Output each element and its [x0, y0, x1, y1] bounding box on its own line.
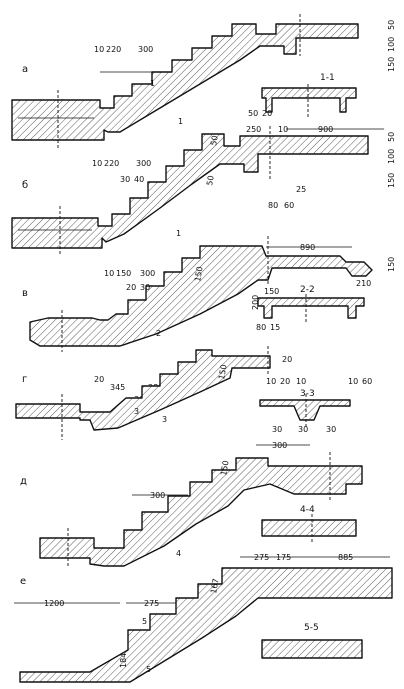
panel-e-stair	[39, 457, 363, 567]
panel-c-dim-20: 20	[126, 283, 136, 292]
panel-c-letter: в	[22, 288, 28, 299]
panel-b-dim-50c: 50	[205, 175, 216, 187]
panel-e-dim-300b: 300	[150, 491, 165, 500]
panel-d-dim-10b: 10	[296, 377, 306, 386]
panel-f-cut-5b: 5	[146, 665, 151, 674]
panel-b-dim-10: 10	[278, 125, 288, 134]
panel-b-cut-1: 1	[176, 229, 181, 238]
panel-d-section-shape	[259, 399, 351, 421]
panel-d-dim-20b: 20	[94, 375, 104, 384]
panel-d-dim-20d: 20	[280, 377, 290, 386]
panel-f-letter: е	[20, 576, 26, 587]
panel-b-dim-50b: 50	[209, 135, 220, 147]
panel-c-dim-890: 890	[300, 243, 315, 252]
panel-b-dim-300: 300	[136, 159, 151, 168]
panel-a-dim-300: 300	[138, 45, 153, 54]
panel-c: в 890 10 150 300 20 30 150 150 210 150 2…	[22, 236, 396, 352]
panel-b-dim-40: 40	[134, 175, 144, 184]
panel-f-section-shape	[261, 639, 363, 659]
panel-e-dim-150: 150	[219, 460, 231, 477]
panel-d-dim-30a: 30	[272, 425, 282, 434]
panel-e-section-label: 4-4	[300, 505, 315, 515]
panel-b: б 50 20 250 10 900 10 220 300 30 40 50 5…	[11, 109, 396, 256]
panel-c-dim-210: 210	[356, 279, 371, 288]
panel-a-letter: а	[22, 64, 28, 75]
panel-e-dim-300a: 300	[272, 441, 287, 450]
panel-c-dim-10: 10	[104, 269, 114, 278]
panel-e-cut-4: 4	[176, 549, 181, 558]
panel-b-dim-25: 25	[296, 185, 306, 194]
panel-e: д 300 300 150 4 4-4	[20, 441, 363, 567]
panel-f-dim-885: 885	[338, 553, 353, 562]
panel-f-section-label: 5-5	[304, 623, 319, 633]
panel-b-dim-60: 60	[284, 201, 294, 210]
panel-d-stair	[15, 349, 271, 431]
panel-b-dim-20: 20	[262, 109, 272, 118]
panel-b-dim-220: 220	[104, 159, 119, 168]
panel-c-dim-r150: 150	[387, 257, 396, 272]
panel-a-stair	[11, 23, 359, 141]
panel-c-section-label: 2-2	[300, 285, 315, 295]
panel-f-dim-175: 175	[276, 553, 291, 562]
panel-d: г 345 20 20 345 280 30 20 150 10 20 10 1…	[15, 346, 372, 440]
panel-f-dim-1200: 1200	[44, 599, 64, 608]
panel-a-cut-1b: 1	[178, 117, 183, 126]
panel-c-dim-150b: 150	[193, 266, 205, 283]
panel-a-section-label: 1-1	[320, 73, 335, 83]
panel-d-dim-10a: 10	[266, 377, 276, 386]
panel-a-dim-100: 100	[387, 37, 396, 52]
panel-f-dim-275b: 275	[144, 599, 159, 608]
panel-b-letter: б	[22, 180, 28, 191]
panel-d-section-label: 3-3	[300, 389, 315, 399]
panel-d-cut-3a: 3	[134, 407, 139, 416]
panel-c-section-shape	[257, 297, 365, 319]
panel-f-dim-167: 167	[209, 578, 221, 595]
panel-d-letter: г	[22, 374, 27, 385]
panel-c-dim-80: 80	[256, 323, 266, 332]
panel-a: а 10 220 300 1 1 50 100 150 1-1	[11, 14, 396, 148]
panel-a-cut-1a: 1	[150, 79, 155, 88]
panel-b-dim-r50: 50	[387, 132, 396, 142]
panel-b-stair	[11, 133, 369, 249]
panel-d-dim-345b: 345	[110, 383, 125, 392]
panel-f: е 275 175 885 1200 275 167 184 5 5 5-5	[14, 553, 393, 683]
panel-d-dim-30b: 30	[298, 425, 308, 434]
panel-a-section-shape	[261, 87, 357, 113]
panel-b-dim-10b: 10	[92, 159, 102, 168]
panel-a-dim-10: 10	[94, 45, 104, 54]
panel-f-dim-275a: 275	[254, 553, 269, 562]
panel-c-dim-300: 300	[140, 269, 155, 278]
panel-d-dim-20a: 20	[282, 355, 292, 364]
panel-c-stair	[29, 245, 373, 347]
panel-d-dim-60: 60	[362, 377, 372, 386]
panel-c-dim-150: 150	[116, 269, 131, 278]
panel-b-dim-30: 30	[120, 175, 130, 184]
panel-b-dim-250: 250	[246, 125, 261, 134]
panel-d-dim-30c: 30	[326, 425, 336, 434]
panel-d-dim-10c: 10	[348, 377, 358, 386]
panel-d-cut-3b: 3	[162, 415, 167, 424]
panel-a-dim-150: 150	[387, 57, 396, 72]
panel-c-cut-2: 2	[156, 329, 161, 338]
panel-b-dim-r150: 150	[387, 173, 396, 188]
panel-b-dim-900: 900	[318, 125, 333, 134]
panel-e-section-shape	[261, 519, 357, 537]
panel-a-dim-50: 50	[387, 20, 396, 30]
panel-d-dim-150: 150	[217, 364, 229, 381]
panel-f-cut-5a: 5	[142, 617, 147, 626]
panel-b-dim-80: 80	[268, 201, 278, 210]
panel-e-letter: д	[20, 476, 27, 487]
panel-f-dim-184: 184	[119, 653, 128, 668]
panel-c-dim-30: 30	[140, 283, 150, 292]
panel-f-stair	[19, 567, 393, 683]
panel-a-dim-220: 220	[106, 45, 121, 54]
panel-b-dim-50: 50	[248, 109, 258, 118]
panel-c-dim-15: 15	[270, 323, 280, 332]
panel-c-dim-200: 200	[251, 295, 260, 310]
panel-c-dim-150c: 150	[264, 287, 279, 296]
panel-b-dim-r100: 100	[387, 149, 396, 164]
